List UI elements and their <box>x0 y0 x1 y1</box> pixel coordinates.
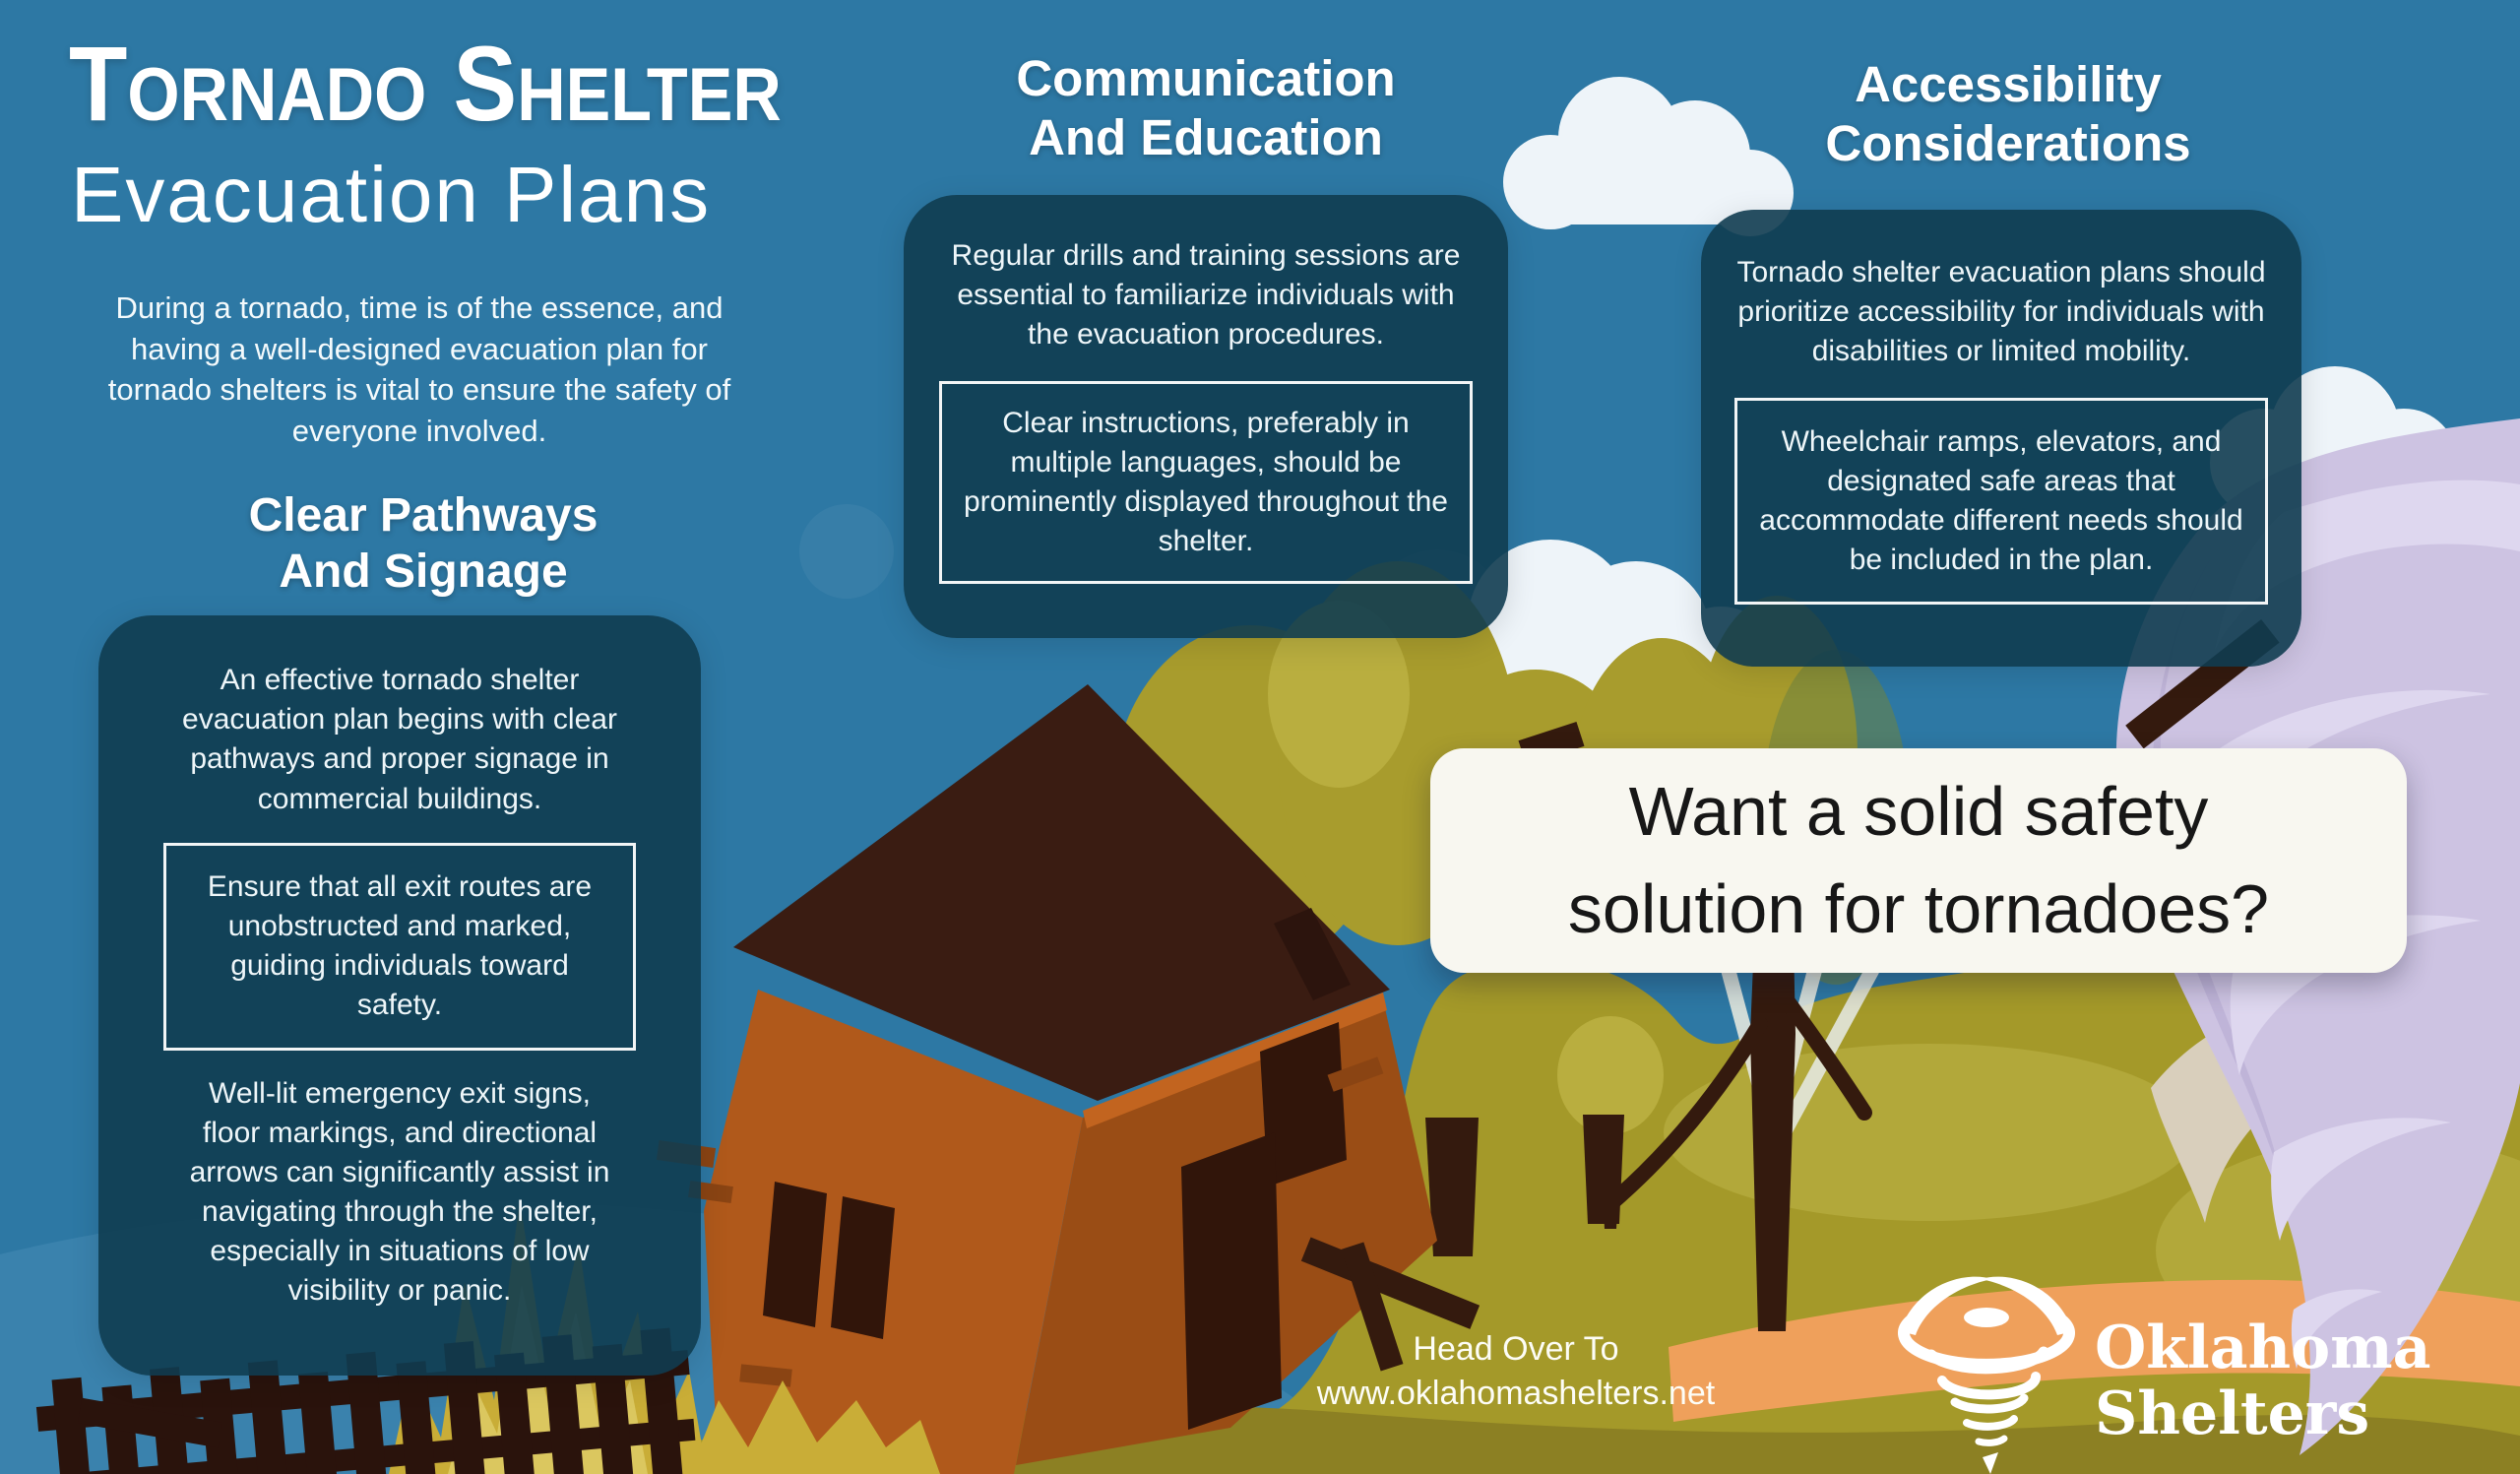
fallen-branches <box>1300 1237 1480 1372</box>
brand-name-line: Oklahoma <box>2095 1314 2431 1382</box>
panel-paragraph: Regular drills and training sessions are… <box>951 239 1461 352</box>
panel-communication: Regular drills and training sessions are… <box>904 195 1508 638</box>
cta-line: solution for tornadoes? <box>1567 870 2270 947</box>
brand-logo: Oklahoma Shelters <box>1888 1270 2431 1474</box>
section-heading-accessibility: Accessibility Considerations <box>1728 55 2289 173</box>
cloud-top <box>1503 77 1794 236</box>
heading-line: And Signage <box>279 545 568 598</box>
panel-accessibility: Tornado shelter evacuation plans should … <box>1701 210 2301 667</box>
brand-name-line: Shelters <box>2095 1379 2370 1449</box>
cta-line: Want a solid safety <box>1628 772 2209 850</box>
brick <box>1327 1057 1384 1092</box>
poster-subtitle: Evacuation Plans <box>71 151 712 238</box>
poster-title: Tornado Shelter <box>69 24 782 143</box>
house-illustration <box>656 684 1437 1474</box>
panel-paragraph: Well-lit emergency exit signs, floor mar… <box>189 1076 610 1308</box>
brand-name: Oklahoma Shelters <box>2095 1314 2431 1449</box>
panel-callout: Wheelchair ramps, elevators, and designa… <box>1734 397 2268 606</box>
panel-callout: Clear instructions, preferably in multip… <box>939 380 1473 585</box>
house-front-wall <box>704 990 1083 1474</box>
intro-paragraph: During a tornado, time is of the essence… <box>107 290 731 448</box>
panel-clear-pathways: An effective tornado shelter evacuation … <box>98 615 701 1376</box>
cta-banner: Want a solid safety solution for tornado… <box>1430 748 2407 973</box>
side-door <box>1181 1132 1282 1430</box>
house-roof <box>733 684 1390 1101</box>
front-window <box>831 1196 895 1339</box>
heading-line: Considerations <box>1825 115 2191 172</box>
panel-paragraph: Tornado shelter evacuation plans should … <box>1736 256 2266 368</box>
side-window <box>1260 1022 1347 1186</box>
roof-vent <box>1274 908 1351 1000</box>
heading-line: Accessibility <box>1855 56 2162 112</box>
footer-url-block: Head Over To www.oklahomashelters.net <box>1270 1327 1762 1416</box>
section-heading-communication: Communication And Education <box>915 49 1496 167</box>
brick <box>739 1364 792 1387</box>
fallen-board <box>77 1397 223 1448</box>
heading-line: Communication <box>1016 50 1396 106</box>
section-heading-clear-pathways: Clear Pathways And Signage <box>138 488 709 600</box>
heading-line: Clear Pathways <box>248 489 598 542</box>
heading-line: And Education <box>1029 109 1383 166</box>
tree-stumps <box>1425 1115 1624 1256</box>
footer-lead: Head Over To <box>1413 1330 1619 1368</box>
panel-callout: Ensure that all exit routes are unobstru… <box>163 842 636 1051</box>
house-eave-highlight <box>1083 993 1387 1128</box>
website-url: www.oklahomashelters.net <box>1316 1374 1716 1412</box>
sky-bubble <box>799 504 894 599</box>
panel-paragraph: An effective tornado shelter evacuation … <box>182 664 617 815</box>
hill-highlight <box>1664 1044 2195 1221</box>
front-window <box>763 1182 827 1327</box>
tornado-icon <box>1898 1276 2075 1474</box>
